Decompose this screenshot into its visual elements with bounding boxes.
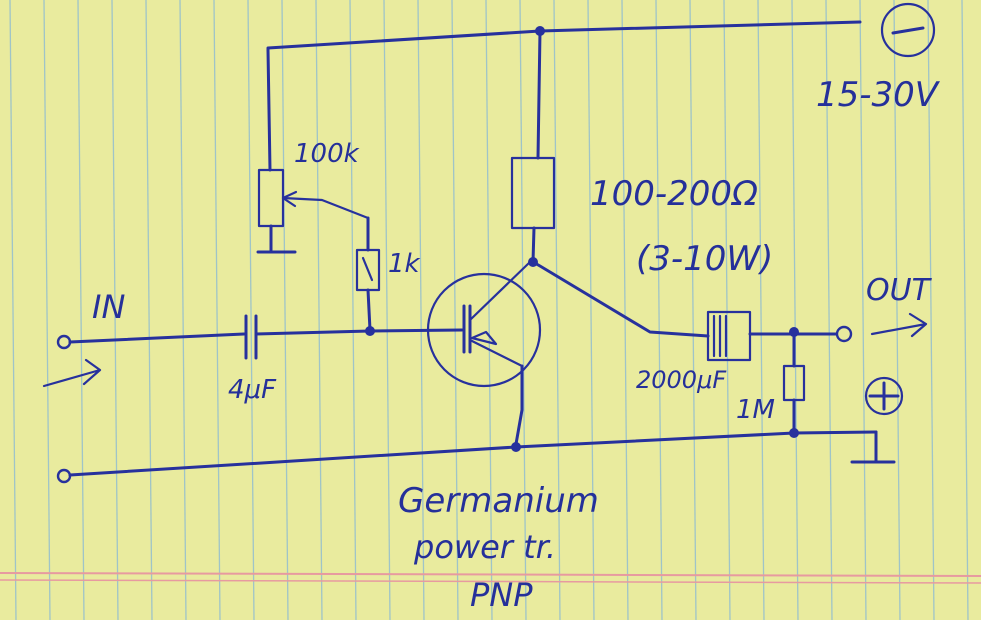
potentiometer <box>256 48 370 254</box>
pnp-transistor <box>426 260 542 452</box>
rule-line <box>689 0 697 620</box>
ground-rail <box>56 430 896 484</box>
rule-line <box>247 0 255 620</box>
collector-load-resistor <box>510 29 710 338</box>
rule-line <box>927 0 935 620</box>
collector-load-power-label: (3-10W) <box>636 239 773 279</box>
rule-line <box>893 0 901 620</box>
supply-rail-negative <box>266 20 862 52</box>
bias-resistor-label: 1k <box>388 249 421 279</box>
rule-line <box>145 0 153 620</box>
rule-line <box>111 0 119 620</box>
input-label: IN <box>92 288 125 326</box>
rule-line <box>451 0 459 620</box>
input-capacitor-label: 4μF <box>228 375 277 405</box>
rule-line <box>213 0 221 620</box>
output-label: OUT <box>866 273 933 308</box>
bias-resistor <box>355 216 381 336</box>
load-resistor <box>782 330 806 438</box>
rule-line <box>519 0 527 620</box>
negative-terminal <box>880 2 936 58</box>
input-capacitor <box>244 314 372 360</box>
rule-line <box>791 0 799 620</box>
supply-voltage-label: 15-30V <box>816 75 941 115</box>
rule-line <box>179 0 187 620</box>
transistor-type-line3: PNP <box>470 576 533 614</box>
input-terminal <box>42 332 246 388</box>
rule-line <box>43 0 51 620</box>
notebook-margin-lines <box>0 572 981 584</box>
base-wire <box>368 328 464 333</box>
notebook-rule-lines <box>9 0 969 620</box>
rule-line <box>315 0 323 620</box>
transistor-type-line1: Germanium <box>398 481 599 521</box>
rule-line <box>825 0 833 620</box>
rule-line <box>859 0 867 620</box>
positive-terminal <box>864 376 904 416</box>
rule-line <box>383 0 391 620</box>
rule-line <box>9 0 17 620</box>
output-capacitor-label: 2000μF <box>636 366 727 394</box>
rule-line <box>723 0 731 620</box>
rule-line <box>281 0 289 620</box>
rule-line <box>587 0 595 620</box>
rule-line <box>485 0 493 620</box>
potentiometer-label: 100k <box>294 139 360 169</box>
rule-line <box>417 0 425 620</box>
load-resistor-label: 1M <box>736 395 775 425</box>
collector-load-label: 100-200Ω <box>590 174 758 214</box>
transistor-type-line2: power tr. <box>413 528 556 566</box>
rule-line <box>553 0 561 620</box>
rule-line <box>961 0 969 620</box>
rule-line <box>349 0 357 620</box>
rule-line <box>655 0 663 620</box>
output-terminal <box>835 312 928 343</box>
rule-line <box>621 0 629 620</box>
rule-line <box>757 0 765 620</box>
rule-line <box>77 0 85 620</box>
